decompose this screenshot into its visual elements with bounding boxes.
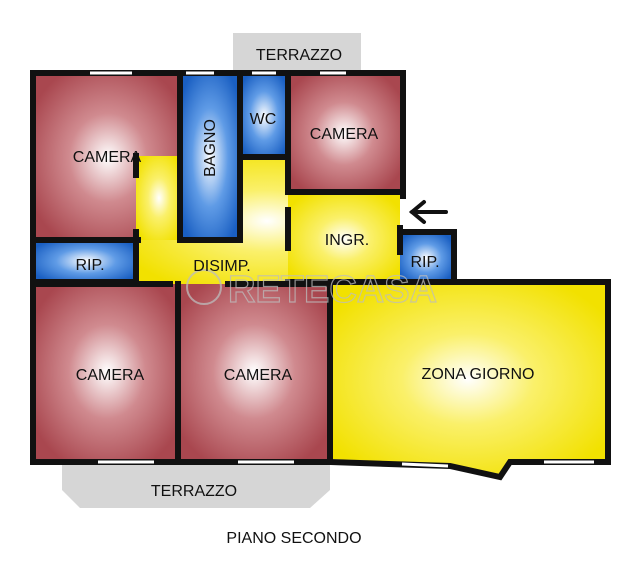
label-rip-left: RIP. [75,257,104,274]
label-disimp: DISIMP. [193,258,251,275]
plan-title: PIANO SECONDO [226,530,362,547]
label-terrazzo-top: TERRAZZO [256,47,342,64]
label-camera-bottom-left: CAMERA [76,367,145,384]
terrazzo-top [233,33,361,73]
rip-left [36,240,136,282]
bagno [180,75,240,240]
label-rip-right: RIP. [410,254,439,271]
label-camera-top-left: CAMERA [73,149,142,166]
label-terrazzo-bottom: TERRAZZO [151,483,237,500]
label-zona-giorno: ZONA GIORNO [422,366,535,383]
wc [240,75,288,157]
camera-bottom-left [36,284,178,459]
ingresso [288,194,400,284]
camera-top-left-notch [136,156,182,240]
camera-bottom-mid [178,284,330,459]
camera-top-right [288,75,400,192]
label-camera-bottom-mid: CAMERA [224,367,293,384]
watermark: RETECASA [186,268,438,312]
zona-giorno [330,284,606,474]
entrance-arrow-icon [408,200,448,224]
label-ingr: INGR. [325,232,369,249]
label-wc: WC [250,111,277,128]
label-camera-top-right: CAMERA [310,126,379,143]
terrazzo-bottom [62,459,330,508]
windows [90,71,594,468]
watermark-text: RETECASA [228,269,437,311]
rip-right [400,234,452,282]
label-bagno: BAGNO [202,119,219,177]
